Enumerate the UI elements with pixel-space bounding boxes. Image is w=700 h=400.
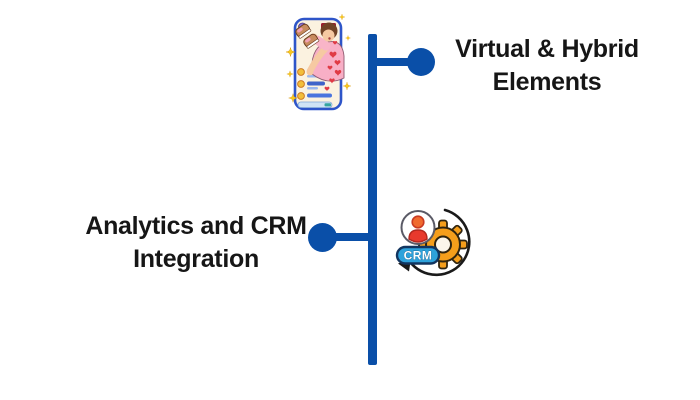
connector-dot-top bbox=[407, 48, 435, 76]
label-analytics-crm-line2: Integration bbox=[133, 245, 259, 273]
person-hair-front bbox=[321, 24, 337, 34]
person-mouth bbox=[328, 37, 331, 40]
crm-badge: CRM bbox=[395, 245, 441, 265]
comment-row bbox=[297, 80, 325, 90]
timeline-vertical-line bbox=[368, 34, 377, 365]
label-analytics-crm: Analytics and CRM Integration bbox=[84, 210, 308, 276]
person-hand bbox=[306, 68, 314, 76]
person-face bbox=[322, 29, 335, 42]
send-button-shape bbox=[324, 103, 331, 107]
user-avatar-icon bbox=[400, 210, 436, 245]
label-virtual-hybrid: Virtual & Hybrid Elements bbox=[435, 33, 659, 99]
connector-dot-left bbox=[308, 223, 337, 252]
sync-arrow-arc bbox=[408, 208, 471, 277]
label-virtual-hybrid-line2: Elements bbox=[492, 68, 602, 96]
crm-sync-icon: CRM bbox=[395, 208, 471, 277]
label-analytics-crm-line1: Analytics and CRM bbox=[85, 212, 307, 240]
crm-badge-text: CRM bbox=[404, 249, 433, 263]
label-virtual-hybrid-line1: Virtual & Hybrid bbox=[455, 35, 639, 63]
social-phone-illustration-icon bbox=[286, 13, 352, 111]
connector-bar-top bbox=[374, 58, 410, 66]
sneakers bbox=[295, 23, 320, 49]
connector-bar-left bbox=[330, 233, 372, 241]
comment-input-bar bbox=[297, 101, 333, 108]
comment-row bbox=[297, 92, 332, 100]
